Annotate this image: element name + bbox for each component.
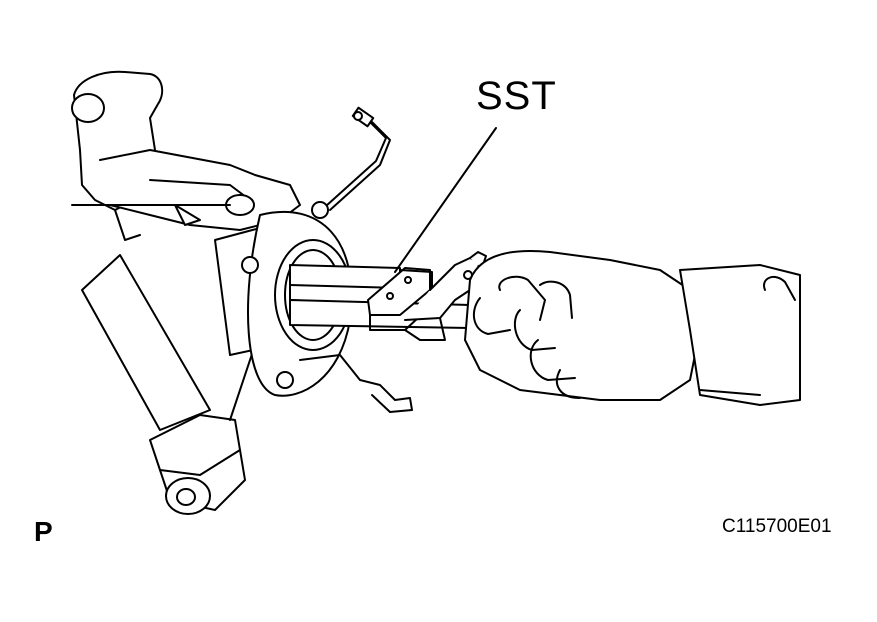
left-hand	[464, 249, 701, 401]
right-hand	[679, 264, 801, 406]
sensor-cable	[325, 106, 391, 211]
shock-absorber	[81, 254, 301, 515]
figure-code: C115700E01	[722, 516, 832, 537]
sst-tool	[367, 251, 487, 341]
sst-callout-label: SST	[476, 74, 557, 118]
view-marker: P	[34, 516, 53, 547]
upper-body-part	[71, 70, 301, 241]
sst-leader-line	[394, 127, 497, 273]
